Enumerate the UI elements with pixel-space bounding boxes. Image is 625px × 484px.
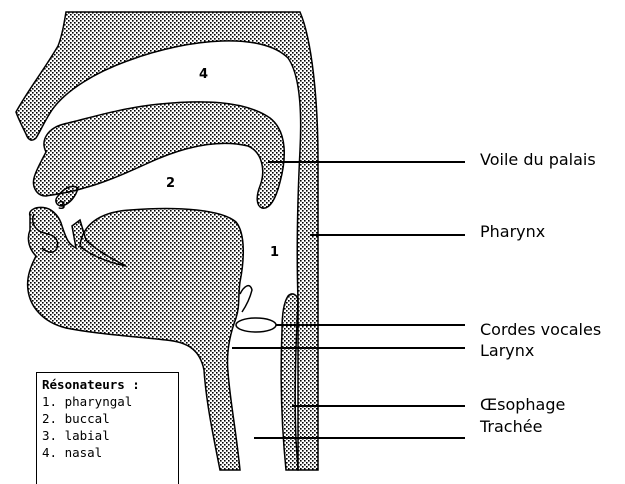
region-number-2: 2 (166, 177, 175, 191)
legend-item-pharyngal: 1. pharyngal (42, 393, 178, 410)
label-trachee: Trachée (480, 418, 542, 436)
legend-item-nasal: 4. nasal (42, 444, 178, 461)
label-larynx: Larynx (480, 342, 534, 360)
label-oesophage: Œsophage (480, 396, 565, 414)
legend-item-labial: 3. labial (42, 427, 178, 444)
region-number-1: 1 (270, 246, 279, 260)
label-voile-du-palais: Voile du palais (480, 151, 596, 169)
legend-title: Résonateurs : (42, 376, 178, 393)
oesophagus-tube (281, 294, 298, 470)
legend-item-buccal: 2. buccal (42, 410, 178, 427)
label-pharynx: Pharynx (480, 223, 545, 241)
label-cordes-vocales: Cordes vocales (480, 321, 601, 339)
region-number-3: 3 (58, 199, 66, 213)
vocal-cords (236, 318, 276, 332)
region-number-4: 4 (199, 68, 208, 82)
epiglottis (240, 286, 252, 312)
resonators-legend: Résonateurs : 1. pharyngal 2. buccal 3. … (36, 372, 179, 484)
